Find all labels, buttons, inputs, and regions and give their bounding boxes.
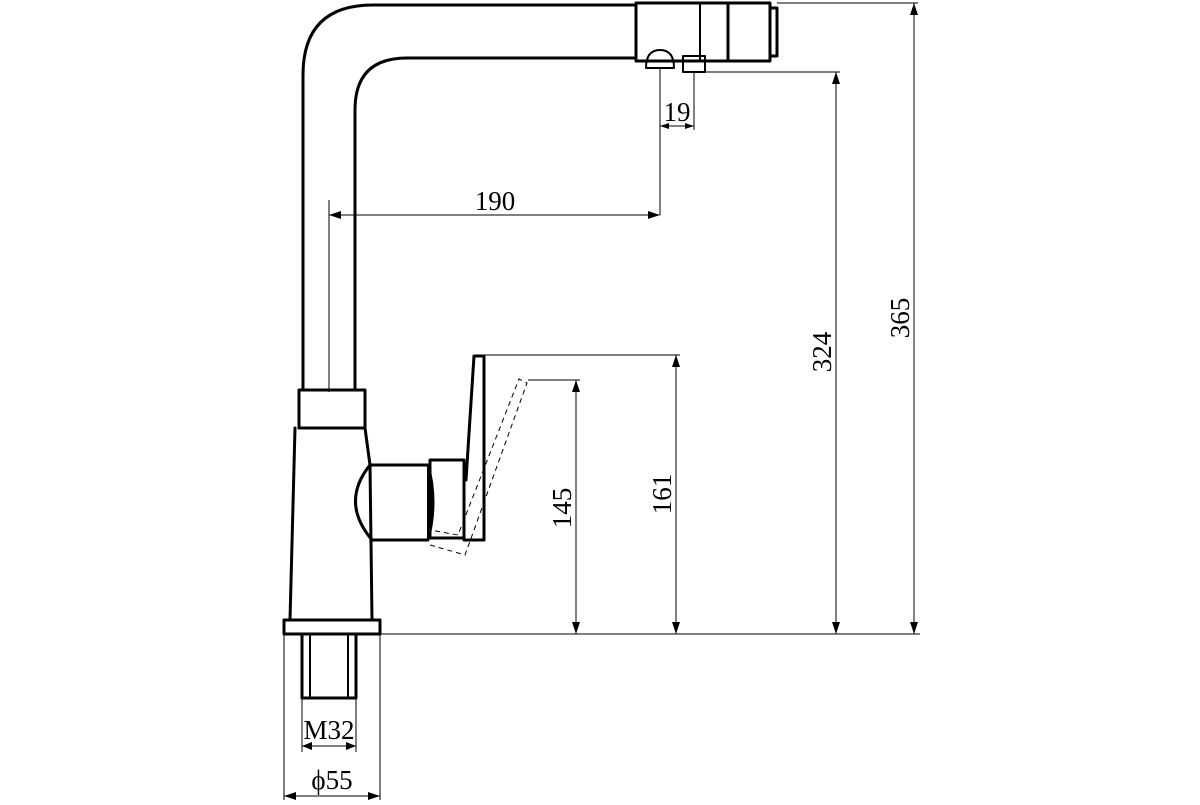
faucet-body <box>288 388 466 622</box>
dimension-lines <box>283 2 920 800</box>
lever-alt-position <box>429 378 528 556</box>
dim-lever-height <box>528 379 580 634</box>
label-base-diameter: ϕ55 <box>311 765 352 795</box>
label-lever-height: 145 <box>547 488 577 529</box>
label-outlet-height: 324 <box>807 331 837 372</box>
spout-inner-edge <box>353 56 638 392</box>
spout-outer-edge <box>301 3 638 392</box>
dim-outlet-height <box>694 71 840 634</box>
dim-body-height <box>484 354 680 634</box>
threaded-shank <box>300 632 358 700</box>
base-flange <box>282 618 382 636</box>
dim-outlet-offset <box>659 68 695 215</box>
spout-head <box>634 1 779 73</box>
dimension-labels: 19 190 145 161 324 365 M32 ϕ55 <box>303 97 915 795</box>
dim-thread <box>301 698 357 752</box>
dim-spout-reach <box>328 200 660 392</box>
faucet-outline <box>282 1 779 700</box>
lever-handle <box>462 354 486 542</box>
label-total-height: 365 <box>885 298 915 339</box>
label-spout-reach: 190 <box>475 186 516 216</box>
label-thread: M32 <box>303 715 354 745</box>
label-body-height: 161 <box>647 474 677 515</box>
dim-total-height <box>777 2 918 634</box>
dim-base-diameter <box>283 634 381 800</box>
label-outlet-offset: 19 <box>664 97 691 127</box>
